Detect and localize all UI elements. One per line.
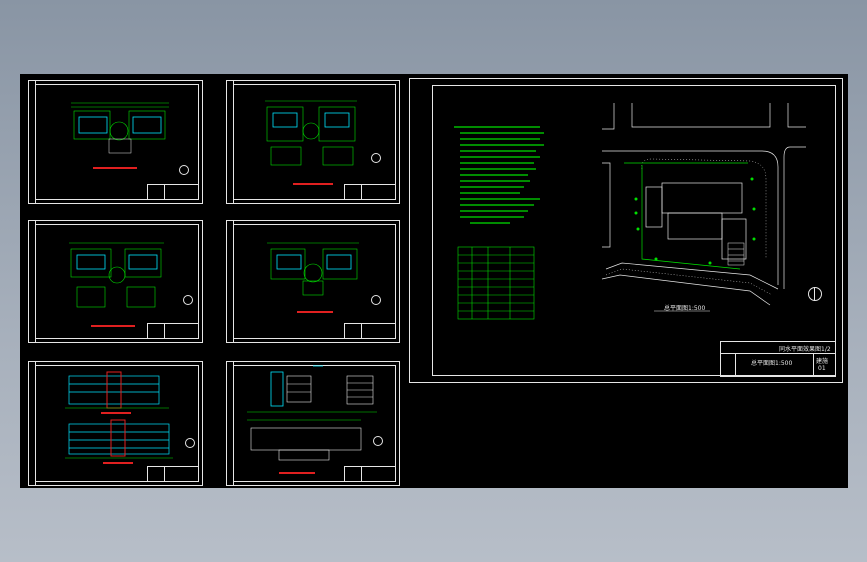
title-block [147,466,199,482]
drawing-caption [93,167,137,169]
north-arrow-needle [814,287,815,301]
drawing-caption [101,412,131,414]
title-block [147,323,199,339]
site-plan-caption: 总平面图1:500 [664,305,706,312]
drawing-sheet-plan-1[interactable] [28,80,203,204]
title-block-row-divider [721,353,835,354]
drawing-sheet-plan-2[interactable] [226,80,400,204]
site-title-block: 同水平面效果图1/2 总平面图1:500 建施 01 [720,341,836,377]
drawing-caption [293,183,333,185]
sheet-border [35,365,199,482]
sheet-number: 01 [818,365,826,372]
drawing-caption [279,472,315,474]
drawing-number-icon [183,295,193,305]
drawing-sheet-site-plan[interactable]: 总平面图1:500 同水平面效果图1/2 总平面图1:500 建施 01 [409,78,843,383]
sheet-border [35,224,199,339]
drawing-sheet-section-1[interactable] [226,361,400,486]
sheet-border [35,84,199,200]
title-block [344,323,396,339]
sheet-border [233,365,396,482]
drawing-caption [103,462,133,464]
drawing-caption [91,325,135,327]
drawing-sheet-plan-4[interactable] [226,220,400,343]
title-block-col-divider [735,353,736,376]
title-block [344,184,396,200]
sheet-border [233,224,396,339]
section-icon [247,365,377,461]
title-block-col-divider [813,353,814,376]
drawing-number-icon [185,438,195,448]
sheet-border [432,85,836,376]
elevation-icon [65,371,173,459]
floor-plan-icon [69,242,164,308]
title-block [344,466,396,482]
drawing-number-icon [373,436,383,446]
project-name: 同水平面效果图1/2 [779,346,831,353]
cad-model-space[interactable]: 总平面图1:500 同水平面效果图1/2 总平面图1:500 建施 01 [20,74,848,488]
floor-plan-icon [265,100,357,166]
title-block [147,184,199,200]
floor-plan-icon [71,102,169,154]
drawing-number-icon [371,295,381,305]
site-plan-drawing [454,103,806,320]
floor-plan-icon [267,242,359,296]
drawing-sheet-plan-3[interactable] [28,220,203,343]
drawing-number-icon [371,153,381,163]
north-arrow-icon [808,287,822,301]
sheet-border [233,84,396,200]
drawing-sheet-elevation-1[interactable] [28,361,203,486]
drawing-title: 总平面图1:500 [751,360,793,367]
drawing-number-icon [179,165,189,175]
sheet-code: 建施 [816,358,829,365]
drawing-caption [297,311,333,313]
